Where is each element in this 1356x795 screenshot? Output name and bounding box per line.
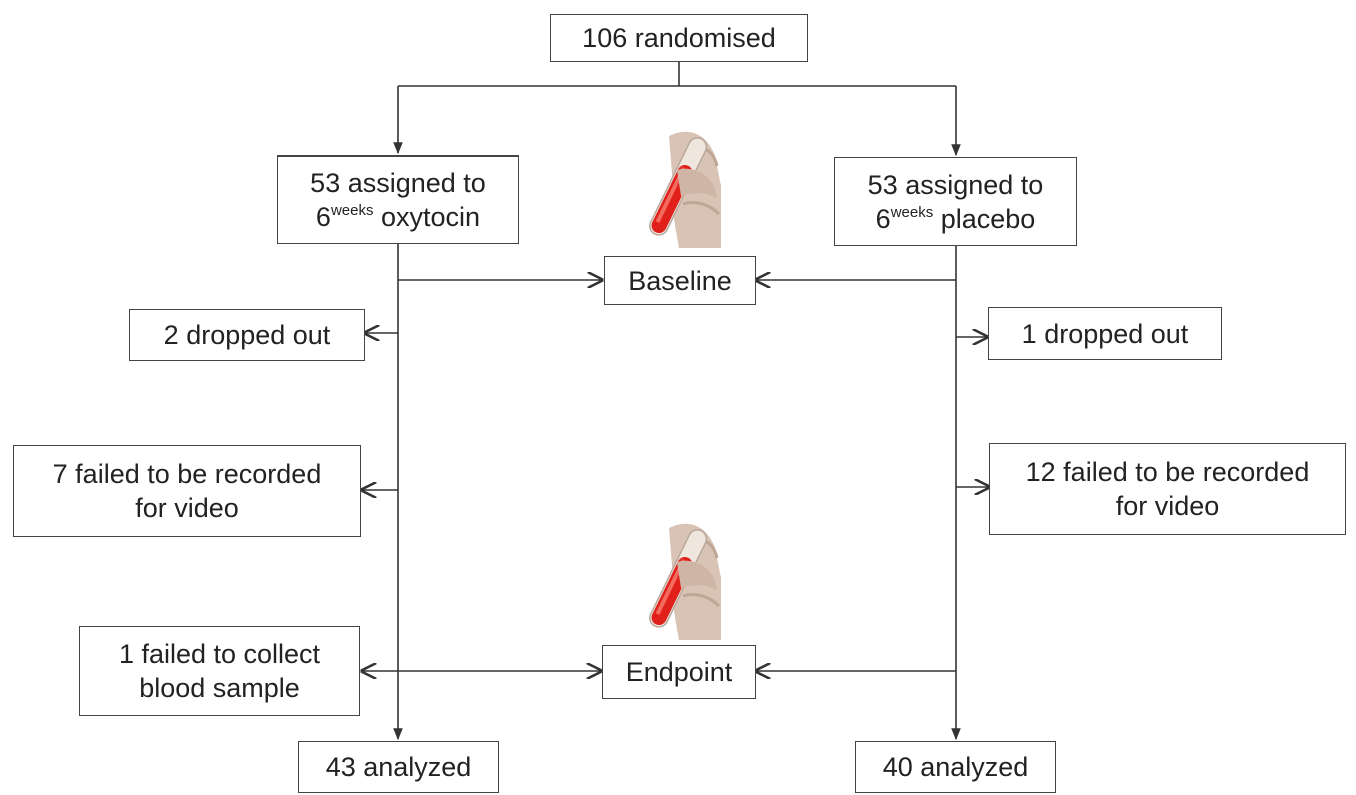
oxytocin-analyzed-box: 43 analyzed (298, 741, 499, 793)
randomised-label: 106 randomised (582, 23, 776, 53)
oxytocin-dropout-box: 2 dropped out (129, 309, 365, 361)
oxytocin-arm-line2: 6weeks oxytocin (315, 202, 481, 232)
oxytocin-arm-box: 53 assigned to 6weeks oxytocin (277, 155, 519, 244)
oxytocin-dropout-label: 2 dropped out (163, 320, 331, 350)
oxytocin-blood-fail-line1: 1 failed to collect (118, 639, 321, 669)
placebo-arm-box: 53 assigned to 6weeks placebo (834, 157, 1077, 246)
oxytocin-video-fail-box: 7 failed to be recorded for video (13, 445, 361, 537)
oxytocin-video-fail-line1: 7 failed to be recorded (52, 459, 322, 489)
placebo-video-fail-line2: for video (1115, 491, 1220, 521)
oxytocin-video-fail-line2: for video (135, 493, 239, 523)
baseline-box: Baseline (604, 256, 756, 305)
blood-sample-tube-icon (649, 131, 721, 248)
oxytocin-analyzed-label: 43 analyzed (325, 752, 472, 782)
oxytocin-blood-fail-box: 1 failed to collect blood sample (79, 626, 360, 716)
blood-sample-tube-icon (649, 523, 721, 640)
placebo-video-fail-line1: 12 failed to be recorded (1025, 457, 1310, 487)
oxytocin-arm-line1: 53 assigned to (310, 168, 486, 198)
placebo-dropout-box: 1 dropped out (988, 307, 1222, 360)
placebo-arm-line1: 53 assigned to (867, 169, 1044, 200)
oxytocin-blood-fail-line2: blood sample (139, 673, 300, 703)
randomised-box: 106 randomised (550, 14, 808, 62)
placebo-analyzed-box: 40 analyzed (855, 741, 1056, 793)
placebo-video-fail-box: 12 failed to be recorded for video (989, 443, 1346, 535)
endpoint-label: Endpoint (625, 657, 733, 687)
placebo-analyzed-label: 40 analyzed (882, 752, 1029, 782)
baseline-label: Baseline (628, 265, 732, 296)
endpoint-box: Endpoint (602, 645, 756, 699)
placebo-dropout-label: 1 dropped out (1021, 318, 1189, 349)
placebo-arm-line2: 6weeks placebo (875, 203, 1036, 234)
